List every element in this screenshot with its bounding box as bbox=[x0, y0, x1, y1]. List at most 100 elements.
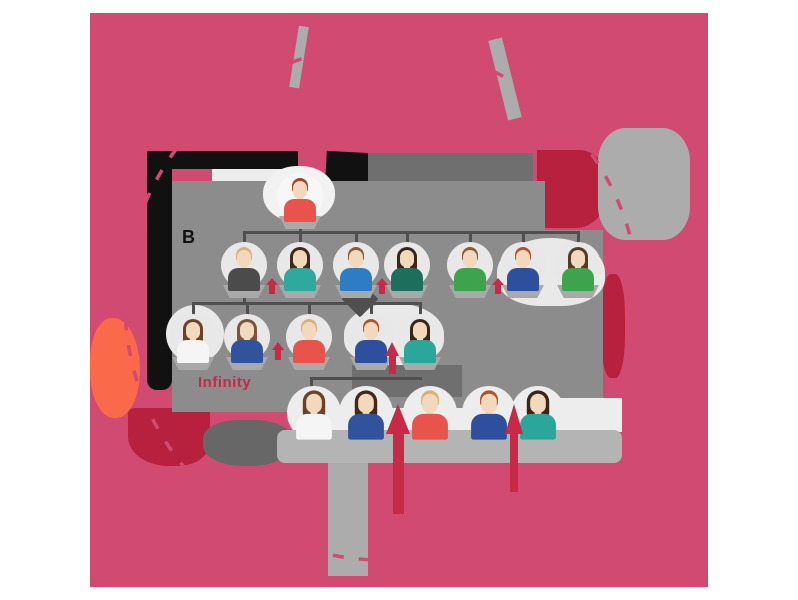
avatar bbox=[555, 242, 601, 300]
person-male bbox=[452, 247, 488, 291]
shirt bbox=[391, 268, 423, 291]
face bbox=[302, 322, 316, 339]
crimson-blob-panel-right bbox=[537, 150, 607, 228]
up-arrow-icon bbox=[266, 278, 279, 294]
connector-line bbox=[521, 231, 525, 244]
neck bbox=[190, 337, 196, 342]
connector-line bbox=[576, 231, 580, 244]
bottom-light-rect bbox=[545, 398, 622, 432]
arrow-tail bbox=[275, 350, 281, 360]
arrow-head bbox=[385, 342, 399, 356]
avatar bbox=[384, 242, 430, 300]
face bbox=[481, 393, 497, 413]
face bbox=[530, 393, 546, 413]
neck bbox=[467, 265, 473, 270]
arrow-head bbox=[505, 404, 523, 434]
face bbox=[516, 250, 530, 267]
avatar bbox=[224, 314, 270, 372]
face bbox=[237, 250, 251, 267]
connector-line bbox=[310, 377, 422, 380]
avatar bbox=[515, 388, 561, 446]
up-arrow-icon bbox=[376, 278, 389, 294]
shirt bbox=[296, 413, 332, 440]
pink-crescent-right bbox=[674, 278, 708, 408]
pink-arc-bottom-left bbox=[158, 455, 298, 565]
dark-blob-bottom-left bbox=[203, 420, 291, 466]
person-male bbox=[291, 319, 327, 363]
neck bbox=[534, 410, 542, 417]
neck bbox=[520, 265, 526, 270]
avatar bbox=[343, 388, 389, 446]
face bbox=[364, 322, 378, 339]
shirt bbox=[177, 340, 209, 363]
face bbox=[349, 250, 363, 267]
arrow-tail bbox=[269, 285, 275, 294]
avatar bbox=[277, 242, 323, 300]
avatar bbox=[466, 388, 512, 446]
neck bbox=[368, 337, 374, 342]
arrow-tail bbox=[495, 285, 501, 294]
shirt bbox=[454, 268, 486, 291]
face bbox=[240, 322, 254, 339]
person-female bbox=[294, 390, 334, 440]
connector-line bbox=[191, 302, 195, 316]
neck bbox=[297, 196, 303, 201]
person-female bbox=[346, 390, 386, 440]
face bbox=[422, 393, 438, 413]
avatar bbox=[397, 314, 443, 372]
shirt bbox=[355, 340, 387, 363]
shirt bbox=[231, 340, 263, 363]
connector-line bbox=[354, 231, 358, 244]
bottom-platform-band bbox=[277, 430, 622, 463]
neck bbox=[575, 265, 581, 270]
neck bbox=[417, 337, 423, 342]
connector-line bbox=[298, 231, 302, 244]
person-female bbox=[175, 319, 211, 363]
neck bbox=[485, 410, 493, 417]
avatar bbox=[500, 242, 546, 300]
arrow-tail bbox=[392, 434, 404, 514]
shirt bbox=[562, 268, 594, 291]
connector-line bbox=[405, 231, 409, 244]
arrow-head bbox=[492, 278, 504, 285]
person-male bbox=[469, 390, 509, 440]
shirt bbox=[471, 413, 507, 440]
person-male bbox=[505, 247, 541, 291]
person-male bbox=[226, 247, 262, 291]
connector-line bbox=[245, 302, 249, 316]
gray-patch-bottom bbox=[328, 458, 368, 576]
connector-line bbox=[307, 302, 311, 316]
neck bbox=[297, 265, 303, 270]
black-corner-top bbox=[147, 151, 298, 169]
connector-line bbox=[418, 302, 422, 316]
shirt bbox=[284, 268, 316, 291]
neck bbox=[426, 410, 434, 417]
connector-line bbox=[191, 302, 422, 305]
crimson-blob-bottom-left bbox=[128, 408, 210, 466]
orange-blob bbox=[90, 318, 140, 418]
gray-backdrop: B Infinity bbox=[90, 13, 708, 587]
avatar bbox=[447, 242, 493, 300]
person-female bbox=[389, 247, 425, 291]
face bbox=[413, 322, 427, 339]
arrow-head bbox=[272, 342, 284, 350]
black-corner-strip bbox=[147, 169, 172, 390]
up-arrow-icon bbox=[505, 404, 523, 492]
shirt bbox=[340, 268, 372, 291]
face bbox=[571, 250, 585, 267]
arrow-tail bbox=[388, 356, 396, 374]
connector-line bbox=[242, 231, 580, 234]
shirt bbox=[412, 413, 448, 440]
neck bbox=[310, 410, 318, 417]
up-arrow-icon bbox=[386, 404, 410, 514]
shirt bbox=[348, 413, 384, 440]
person-male bbox=[282, 178, 318, 222]
person-female bbox=[282, 247, 318, 291]
neck bbox=[306, 337, 312, 342]
face bbox=[306, 393, 322, 413]
shirt bbox=[404, 340, 436, 363]
arrow-tail bbox=[510, 434, 518, 492]
black-wedge bbox=[325, 150, 373, 184]
arrow-tail bbox=[379, 285, 385, 294]
